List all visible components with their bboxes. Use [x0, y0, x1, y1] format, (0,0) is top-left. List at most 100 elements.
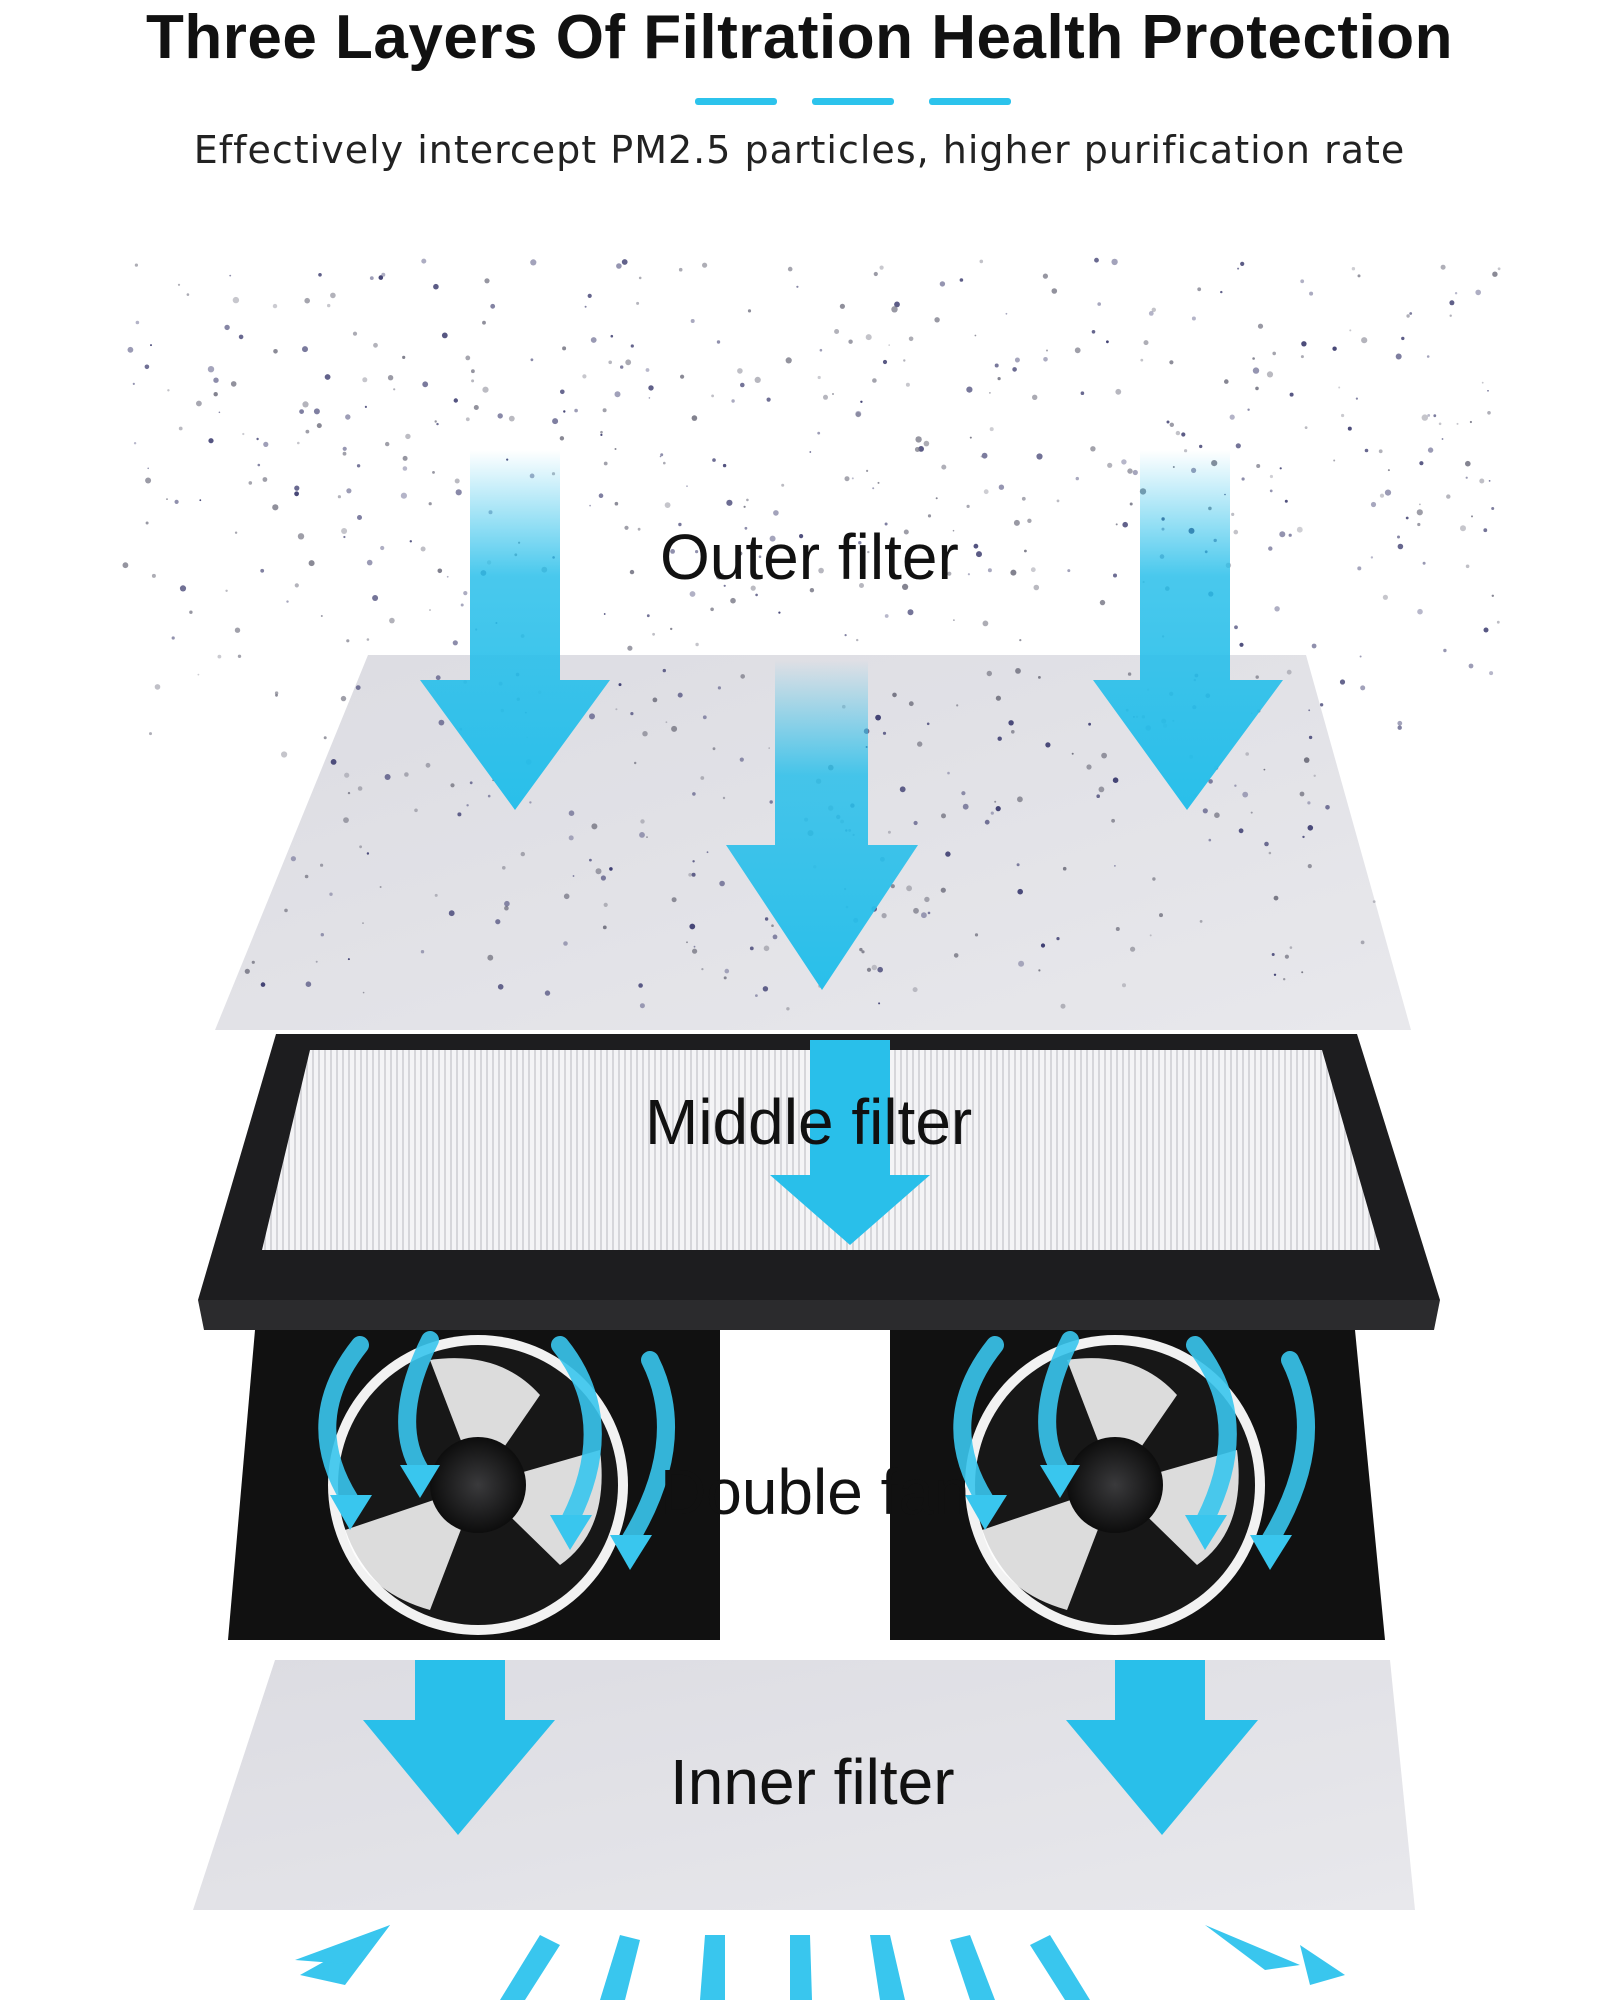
dust-particle: [603, 461, 608, 466]
dust-particle: [796, 285, 799, 288]
dust-particle: [1433, 414, 1437, 418]
dust-particle: [630, 344, 634, 348]
dust-particle: [1301, 971, 1304, 974]
dust-particle: [1241, 477, 1245, 481]
dust-particles: [122, 257, 1501, 781]
dust-particle: [702, 715, 707, 720]
dust-particle: [695, 550, 699, 554]
dust-particle: [1266, 371, 1274, 378]
dust-particle: [1112, 777, 1119, 783]
dust-particle: [1106, 340, 1109, 344]
dust-particle: [308, 560, 315, 567]
dust-particle: [1122, 983, 1126, 988]
dust-particle: [917, 741, 923, 747]
dust-particle: [1235, 443, 1241, 449]
dust-particle: [1347, 426, 1352, 431]
dust-particle: [723, 584, 726, 587]
dust-particle: [372, 595, 379, 601]
dust-particle: [966, 386, 973, 393]
dust-particle: [1043, 357, 1048, 362]
dust-particle: [1268, 546, 1273, 551]
dust-particle: [387, 375, 394, 381]
dust-particle: [495, 919, 501, 925]
dust-particle: [618, 683, 622, 687]
dust-particle: [1268, 851, 1272, 855]
dust-particle: [692, 860, 695, 863]
dust-particle: [914, 447, 920, 452]
dust-particle: [1242, 791, 1249, 798]
dust-particle: [1279, 467, 1282, 470]
dust-particle: [347, 958, 350, 961]
dust-particle: [984, 819, 990, 825]
dust-particle: [749, 946, 754, 951]
dust-particle: [342, 446, 347, 451]
dust-particle: [1175, 430, 1181, 436]
dust-particle: [340, 695, 347, 702]
dust-particle: [1333, 459, 1336, 462]
dust-particle: [927, 911, 931, 915]
dust-particle: [369, 276, 374, 280]
dust-particle: [422, 381, 429, 388]
dust-particle: [1481, 381, 1484, 384]
dust-particle: [1491, 594, 1495, 597]
dust-particle: [1038, 676, 1041, 679]
page-subtitle: Effectively intercept PM2.5 particles, h…: [193, 128, 1406, 172]
dust-particle: [786, 1007, 790, 1011]
dust-particle: [1419, 503, 1421, 506]
dust-particle: [941, 464, 947, 470]
dust-particle: [691, 415, 698, 421]
dust-particle: [305, 429, 310, 434]
dust-particle: [642, 731, 648, 737]
dust-particle: [1483, 627, 1489, 633]
dust-particle: [719, 880, 725, 887]
dust-particle: [448, 910, 455, 917]
dust-particle: [318, 273, 322, 277]
dust-particle: [781, 483, 785, 487]
dust-particle: [755, 593, 758, 597]
dust-particle: [345, 414, 351, 420]
dust-particle: [1013, 519, 1020, 526]
dust-particle: [294, 583, 299, 588]
dust-particle: [1098, 786, 1105, 793]
dust-particle: [945, 851, 951, 857]
dust-particle: [1440, 264, 1446, 270]
dust-particle: [625, 359, 632, 366]
dust-particle: [1197, 287, 1202, 292]
dust-particle: [871, 964, 877, 971]
dust-particle: [1247, 408, 1250, 411]
dust-particle: [1159, 913, 1163, 918]
dust-particle: [248, 481, 253, 485]
dust-particle: [966, 504, 970, 508]
dust-particle: [568, 835, 574, 841]
dust-particle: [1468, 663, 1474, 669]
dust-particle: [482, 320, 486, 325]
dust-particle: [434, 420, 437, 423]
dust-particle: [366, 638, 370, 641]
dust-particle: [232, 296, 240, 304]
dust-particle: [1325, 805, 1330, 810]
dust-particle: [132, 382, 135, 385]
dust-particle: [584, 305, 587, 308]
dust-particle: [260, 982, 266, 987]
dust-particle: [921, 912, 927, 919]
dust-particle: [1074, 347, 1081, 354]
dust-particle: [1384, 489, 1392, 496]
dust-particle: [1419, 461, 1424, 466]
dust-particle: [393, 388, 396, 391]
dust-particle: [1469, 420, 1472, 424]
dust-particle: [425, 762, 431, 768]
dust-particle: [819, 348, 823, 352]
dust-particle: [544, 990, 551, 996]
dust-particle: [648, 385, 654, 391]
dust-particle: [441, 332, 448, 339]
dust-particle: [1237, 267, 1240, 270]
dust-particle: [504, 905, 509, 911]
dust-particle: [1060, 1003, 1066, 1009]
inner-arrows: [363, 1660, 1258, 1835]
dust-particle: [1045, 742, 1051, 748]
dust-particle: [1332, 346, 1337, 351]
dust-particle: [1492, 271, 1498, 277]
dust-particle: [1111, 258, 1118, 266]
dust-particle: [1239, 642, 1244, 647]
dust-particle: [563, 410, 566, 413]
